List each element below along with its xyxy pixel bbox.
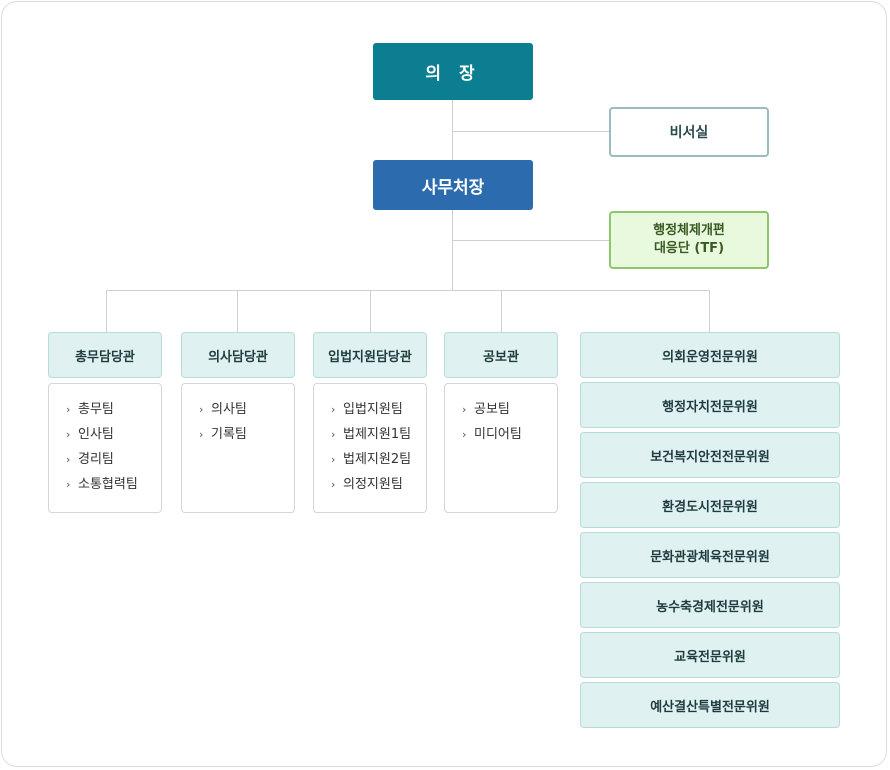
team-label: 법제지원2팀 xyxy=(343,452,412,467)
dept-title: 입법지원담당관 xyxy=(328,349,412,365)
chairman-label: 의 장 xyxy=(425,64,481,84)
chevron-right-icon: › xyxy=(199,403,204,416)
committee-label: 행정자치전문위원 xyxy=(662,399,758,415)
dept-proceedings[interactable]: 의사담당관 xyxy=(181,332,295,378)
committee-item[interactable]: 교육전문위원 xyxy=(580,632,840,678)
dept-title: 공보관 xyxy=(483,349,519,365)
connector-line xyxy=(452,131,609,132)
dept-legislative-support[interactable]: 입법지원담당관 xyxy=(313,332,427,378)
chevron-right-icon: › xyxy=(66,428,71,441)
secretary-general-label: 사무처장 xyxy=(421,177,485,198)
team-panel-legislative-support: › 입법지원팀 › 법제지원1팀 › 법제지원2팀 › 의정지원팀 xyxy=(313,383,427,513)
connector-line xyxy=(106,290,710,291)
committee-label: 환경도시전문위원 xyxy=(662,499,758,515)
team-item[interactable]: › 경리팀 xyxy=(49,450,161,475)
chevron-right-icon: › xyxy=(331,403,336,416)
tf-label-line2: 대응단 (TF) xyxy=(653,241,725,256)
connector-line xyxy=(106,290,107,332)
chevron-right-icon: › xyxy=(66,453,71,466)
dept-title: 총무담당관 xyxy=(75,349,135,365)
team-label: 미디어팀 xyxy=(474,427,522,442)
team-label: 공보팀 xyxy=(474,402,510,417)
secretary-general-box[interactable]: 사무처장 xyxy=(373,160,533,210)
chevron-right-icon: › xyxy=(331,453,336,466)
committee-item[interactable]: 문화관광체육전문위원 xyxy=(580,532,840,578)
team-label: 법제지원1팀 xyxy=(343,427,412,442)
team-item[interactable]: › 총무팀 xyxy=(49,400,161,425)
team-item[interactable]: › 법제지원1팀 xyxy=(314,425,426,450)
team-item[interactable]: › 입법지원팀 xyxy=(314,400,426,425)
committee-item[interactable]: 보건복지안전전문위원 xyxy=(580,432,840,478)
connector-line xyxy=(452,210,453,290)
team-item[interactable]: › 의사팀 xyxy=(182,400,294,425)
dept-title: 의사담당관 xyxy=(208,349,268,365)
chevron-right-icon: › xyxy=(462,428,467,441)
chevron-right-icon: › xyxy=(331,428,336,441)
dept-general-affairs[interactable]: 총무담당관 xyxy=(48,332,162,378)
team-label: 총무팀 xyxy=(78,402,114,417)
dept-public-relations[interactable]: 공보관 xyxy=(444,332,558,378)
team-label: 경리팀 xyxy=(78,452,114,467)
chevron-right-icon: › xyxy=(66,478,71,491)
chevron-right-icon: › xyxy=(331,478,336,491)
committee-label: 예산결산특별전문위원 xyxy=(650,699,770,715)
connector-line xyxy=(370,290,371,332)
committee-item[interactable]: 예산결산특별전문위원 xyxy=(580,682,840,728)
tf-label-line1: 행정체제개편 xyxy=(653,223,725,238)
committee-label: 문화관광체육전문위원 xyxy=(650,549,770,565)
secretariat-office-box[interactable]: 비서실 xyxy=(609,107,769,157)
team-item[interactable]: › 소통협력팀 xyxy=(49,475,161,500)
connector-line xyxy=(709,290,710,332)
chevron-right-icon: › xyxy=(199,428,204,441)
connector-line xyxy=(501,290,502,332)
team-label: 입법지원팀 xyxy=(343,402,403,417)
team-item[interactable]: › 인사팀 xyxy=(49,425,161,450)
committee-label: 농수축경제전문위원 xyxy=(656,599,764,615)
committee-item[interactable]: 농수축경제전문위원 xyxy=(580,582,840,628)
connector-line xyxy=(237,290,238,332)
committee-item[interactable]: 행정자치전문위원 xyxy=(580,382,840,428)
team-panel-general-affairs: › 총무팀 › 인사팀 › 경리팀 › 소통협력팀 xyxy=(48,383,162,513)
committee-label: 의회운영전문위원 xyxy=(662,349,758,365)
team-item[interactable]: › 미디어팀 xyxy=(445,425,557,450)
team-label: 의정지원팀 xyxy=(343,477,403,492)
team-panel-proceedings: › 의사팀 › 기록팀 xyxy=(181,383,295,513)
chevron-right-icon: › xyxy=(66,403,71,416)
connector-line xyxy=(452,100,453,160)
team-label: 기록팀 xyxy=(211,427,247,442)
connector-line xyxy=(452,240,609,241)
tf-box[interactable]: 행정체제개편 대응단 (TF) xyxy=(609,211,769,269)
team-item[interactable]: › 의정지원팀 xyxy=(314,475,426,500)
committee-label: 교육전문위원 xyxy=(674,649,746,665)
chevron-right-icon: › xyxy=(462,403,467,416)
committee-item[interactable]: 의회운영전문위원 xyxy=(580,332,840,378)
team-label: 소통협력팀 xyxy=(78,477,138,492)
team-label: 인사팀 xyxy=(78,427,114,442)
team-item[interactable]: › 법제지원2팀 xyxy=(314,450,426,475)
chairman-box[interactable]: 의 장 xyxy=(373,43,533,100)
team-item[interactable]: › 기록팀 xyxy=(182,425,294,450)
team-label: 의사팀 xyxy=(211,402,247,417)
secretariat-office-label: 비서실 xyxy=(669,125,709,141)
team-panel-public-relations: › 공보팀 › 미디어팀 xyxy=(444,383,558,513)
team-item[interactable]: › 공보팀 xyxy=(445,400,557,425)
committee-item[interactable]: 환경도시전문위원 xyxy=(580,482,840,528)
committee-label: 보건복지안전전문위원 xyxy=(650,449,770,465)
